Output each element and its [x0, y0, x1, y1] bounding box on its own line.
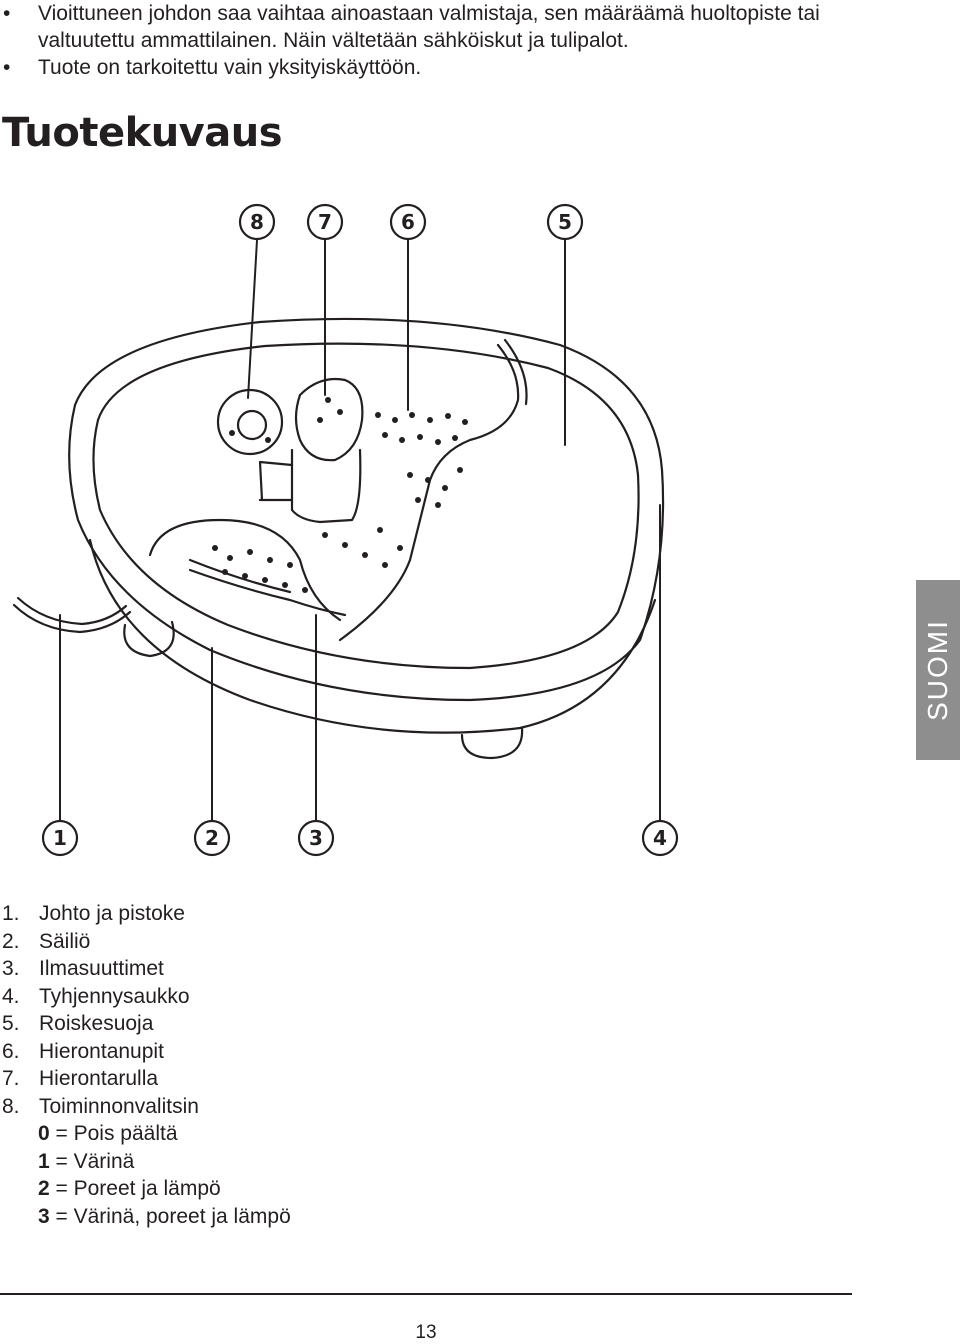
setting-key: 1 [38, 1149, 50, 1173]
callout-number-2: 2 [205, 826, 219, 850]
part-label: Roiskesuoja [39, 1012, 154, 1035]
selector-knob [216, 388, 284, 456]
footer-divider [0, 1293, 852, 1295]
massage-nubs [212, 397, 468, 593]
splash-guard-outline [338, 343, 520, 642]
setting-text: = Värinä, poreet ja lämpö [49, 1204, 291, 1228]
callout-8 [238, 203, 276, 241]
part-number: 6. [2, 1039, 20, 1063]
callout-number-3: 3 [309, 826, 323, 850]
callout-2 [193, 819, 231, 857]
callout-7 [306, 203, 344, 241]
basin-outer-rim [68, 317, 665, 702]
parts-list-item: 7. Hierontarulla [0, 1065, 199, 1093]
callout-6 [389, 203, 427, 241]
parts-list-item: 3. Ilmasuuttimet [0, 955, 199, 983]
bullet-text: Tuote on tarkoitettu vain yksityiskäyttö… [38, 56, 422, 79]
foot-right [460, 726, 524, 760]
callout-number-8: 8 [250, 210, 264, 234]
parts-list-item: 1. Johto ja pistoke [0, 900, 199, 928]
parts-list-item: 6. Hierontanupit [0, 1038, 199, 1066]
callout-1 [41, 819, 79, 857]
setting-text: = Poreet ja lämpö [49, 1177, 221, 1200]
cord-illustration [12, 603, 132, 634]
part-number: 4. [2, 984, 20, 1008]
setting-item: 3 = Värinä, poreet ja lämpö [38, 1203, 291, 1231]
leader-lines [59, 239, 661, 821]
part-label: Säiliö [39, 929, 91, 953]
parts-list-item: 5. Roiskesuoja [0, 1010, 199, 1038]
language-tab: SUOMI [916, 580, 960, 760]
part-label: Johto ja pistoke [39, 902, 185, 925]
bullet-item: • Tuote on tarkoitettu vain yksityiskäytt… [0, 54, 860, 81]
callout-numbers: 8 7 6 5 1 2 3 4 [53, 210, 667, 850]
setting-item: 0 = Pois päältä [38, 1120, 291, 1148]
callout-number-6: 6 [401, 210, 415, 234]
parts-list-item: 8. Toiminnonvalitsin [0, 1093, 199, 1121]
callout-5 [546, 203, 584, 241]
setting-item: 2 = Poreet ja lämpö [38, 1175, 291, 1203]
part-label: Toiminnonvalitsin [39, 1094, 199, 1118]
setting-key: 2 [38, 1177, 50, 1200]
basin-inner-rim [92, 342, 640, 670]
foot-left [123, 620, 175, 658]
page-number: 13 [415, 1322, 437, 1343]
part-label: Hierontarulla [39, 1067, 159, 1090]
bullet-item: • Vioittuneen johdon saa vaihtaa ainoasta… [0, 0, 860, 54]
part-number: 3. [2, 957, 20, 980]
part-number: 1. [2, 902, 20, 925]
setting-item: 1 = Värinä [38, 1148, 291, 1176]
basin-lower-body [88, 538, 657, 734]
selector-settings-list: 0 = Pois päältä 1 = Värinä 2 = Poreet ja… [38, 1120, 291, 1230]
callout-3 [297, 819, 335, 857]
callout-4 [641, 819, 679, 857]
parts-list-item: 4. Tyhjennysaukko [0, 983, 199, 1011]
bullet-dot: • [3, 2, 11, 25]
section-title: Tuotekuvaus [2, 110, 283, 156]
part-number: 5. [2, 1012, 20, 1035]
bullet-dot: • [3, 56, 11, 79]
part-number: 2. [2, 929, 20, 953]
setting-key: 0 [38, 1122, 50, 1145]
center-column [290, 448, 362, 524]
bullet-text: Vioittuneen johdon saa vaihtaa ainoastaa… [38, 2, 820, 52]
foot-spa-diagram: 8 7 6 5 1 2 3 4 [12, 203, 679, 857]
parts-list: 1. Johto ja pistoke 2. Säiliö 3. Ilmasuutti… [0, 900, 199, 1120]
setting-key: 3 [38, 1204, 50, 1228]
setting-text: = Pois päältä [49, 1122, 178, 1145]
callout-number-1: 1 [53, 826, 67, 850]
language-tab-label: SUOMI [922, 619, 953, 721]
callout-number-5: 5 [558, 210, 572, 234]
parts-list-item: 2. Säiliö [0, 928, 199, 956]
safety-bullets: • Vioittuneen johdon saa vaihtaa ainoasta… [0, 0, 860, 81]
callout-circles [41, 203, 679, 857]
floor-plate [148, 518, 342, 622]
part-number: 7. [2, 1067, 20, 1090]
setting-text: = Värinä [49, 1149, 135, 1173]
part-label: Ilmasuuttimet [39, 957, 164, 980]
part-label: Hierontanupit [39, 1039, 164, 1063]
part-label: Tyhjennysaukko [39, 984, 190, 1008]
massage-roller [294, 377, 364, 462]
part-number: 8. [2, 1094, 20, 1118]
callout-number-7: 7 [318, 210, 332, 234]
callout-number-4: 4 [653, 826, 667, 850]
